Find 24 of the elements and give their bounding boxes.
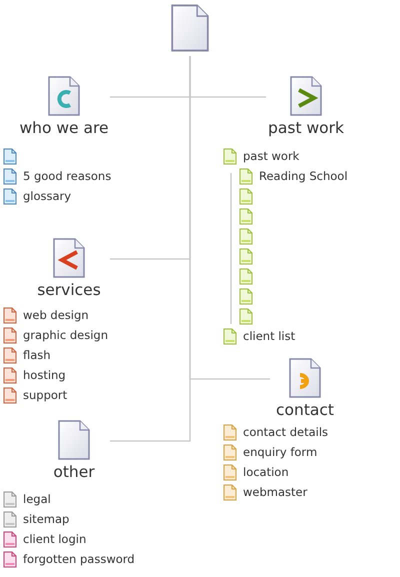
page-title: hosting bbox=[23, 368, 66, 382]
page-title: enquiry form bbox=[243, 445, 318, 459]
page-title: Reading School bbox=[259, 169, 348, 183]
page-title: flash bbox=[23, 348, 51, 362]
page-title: glossary bbox=[23, 189, 72, 203]
page-title: webmaster bbox=[243, 485, 308, 499]
section-heading: past work bbox=[268, 119, 344, 137]
connector-line bbox=[110, 56, 191, 442]
page-title: graphic design bbox=[23, 328, 108, 342]
page-title: client login bbox=[23, 532, 86, 546]
page-title: web design bbox=[23, 308, 89, 322]
page-title: contact details bbox=[243, 425, 328, 439]
section-heading: other bbox=[53, 463, 95, 481]
section-heading: services bbox=[37, 281, 101, 299]
page-title: location bbox=[243, 465, 289, 479]
page-title: forgotten password bbox=[23, 552, 135, 566]
page-title: legal bbox=[23, 492, 51, 506]
section-heading: contact bbox=[276, 401, 334, 419]
page-title: past work bbox=[243, 149, 300, 163]
page-title: 5 good reasons bbox=[23, 169, 112, 183]
page-title: sitemap bbox=[23, 512, 70, 526]
page-title: support bbox=[23, 388, 68, 402]
section-heading: who we are bbox=[19, 119, 109, 137]
page-title: client list bbox=[243, 329, 296, 343]
